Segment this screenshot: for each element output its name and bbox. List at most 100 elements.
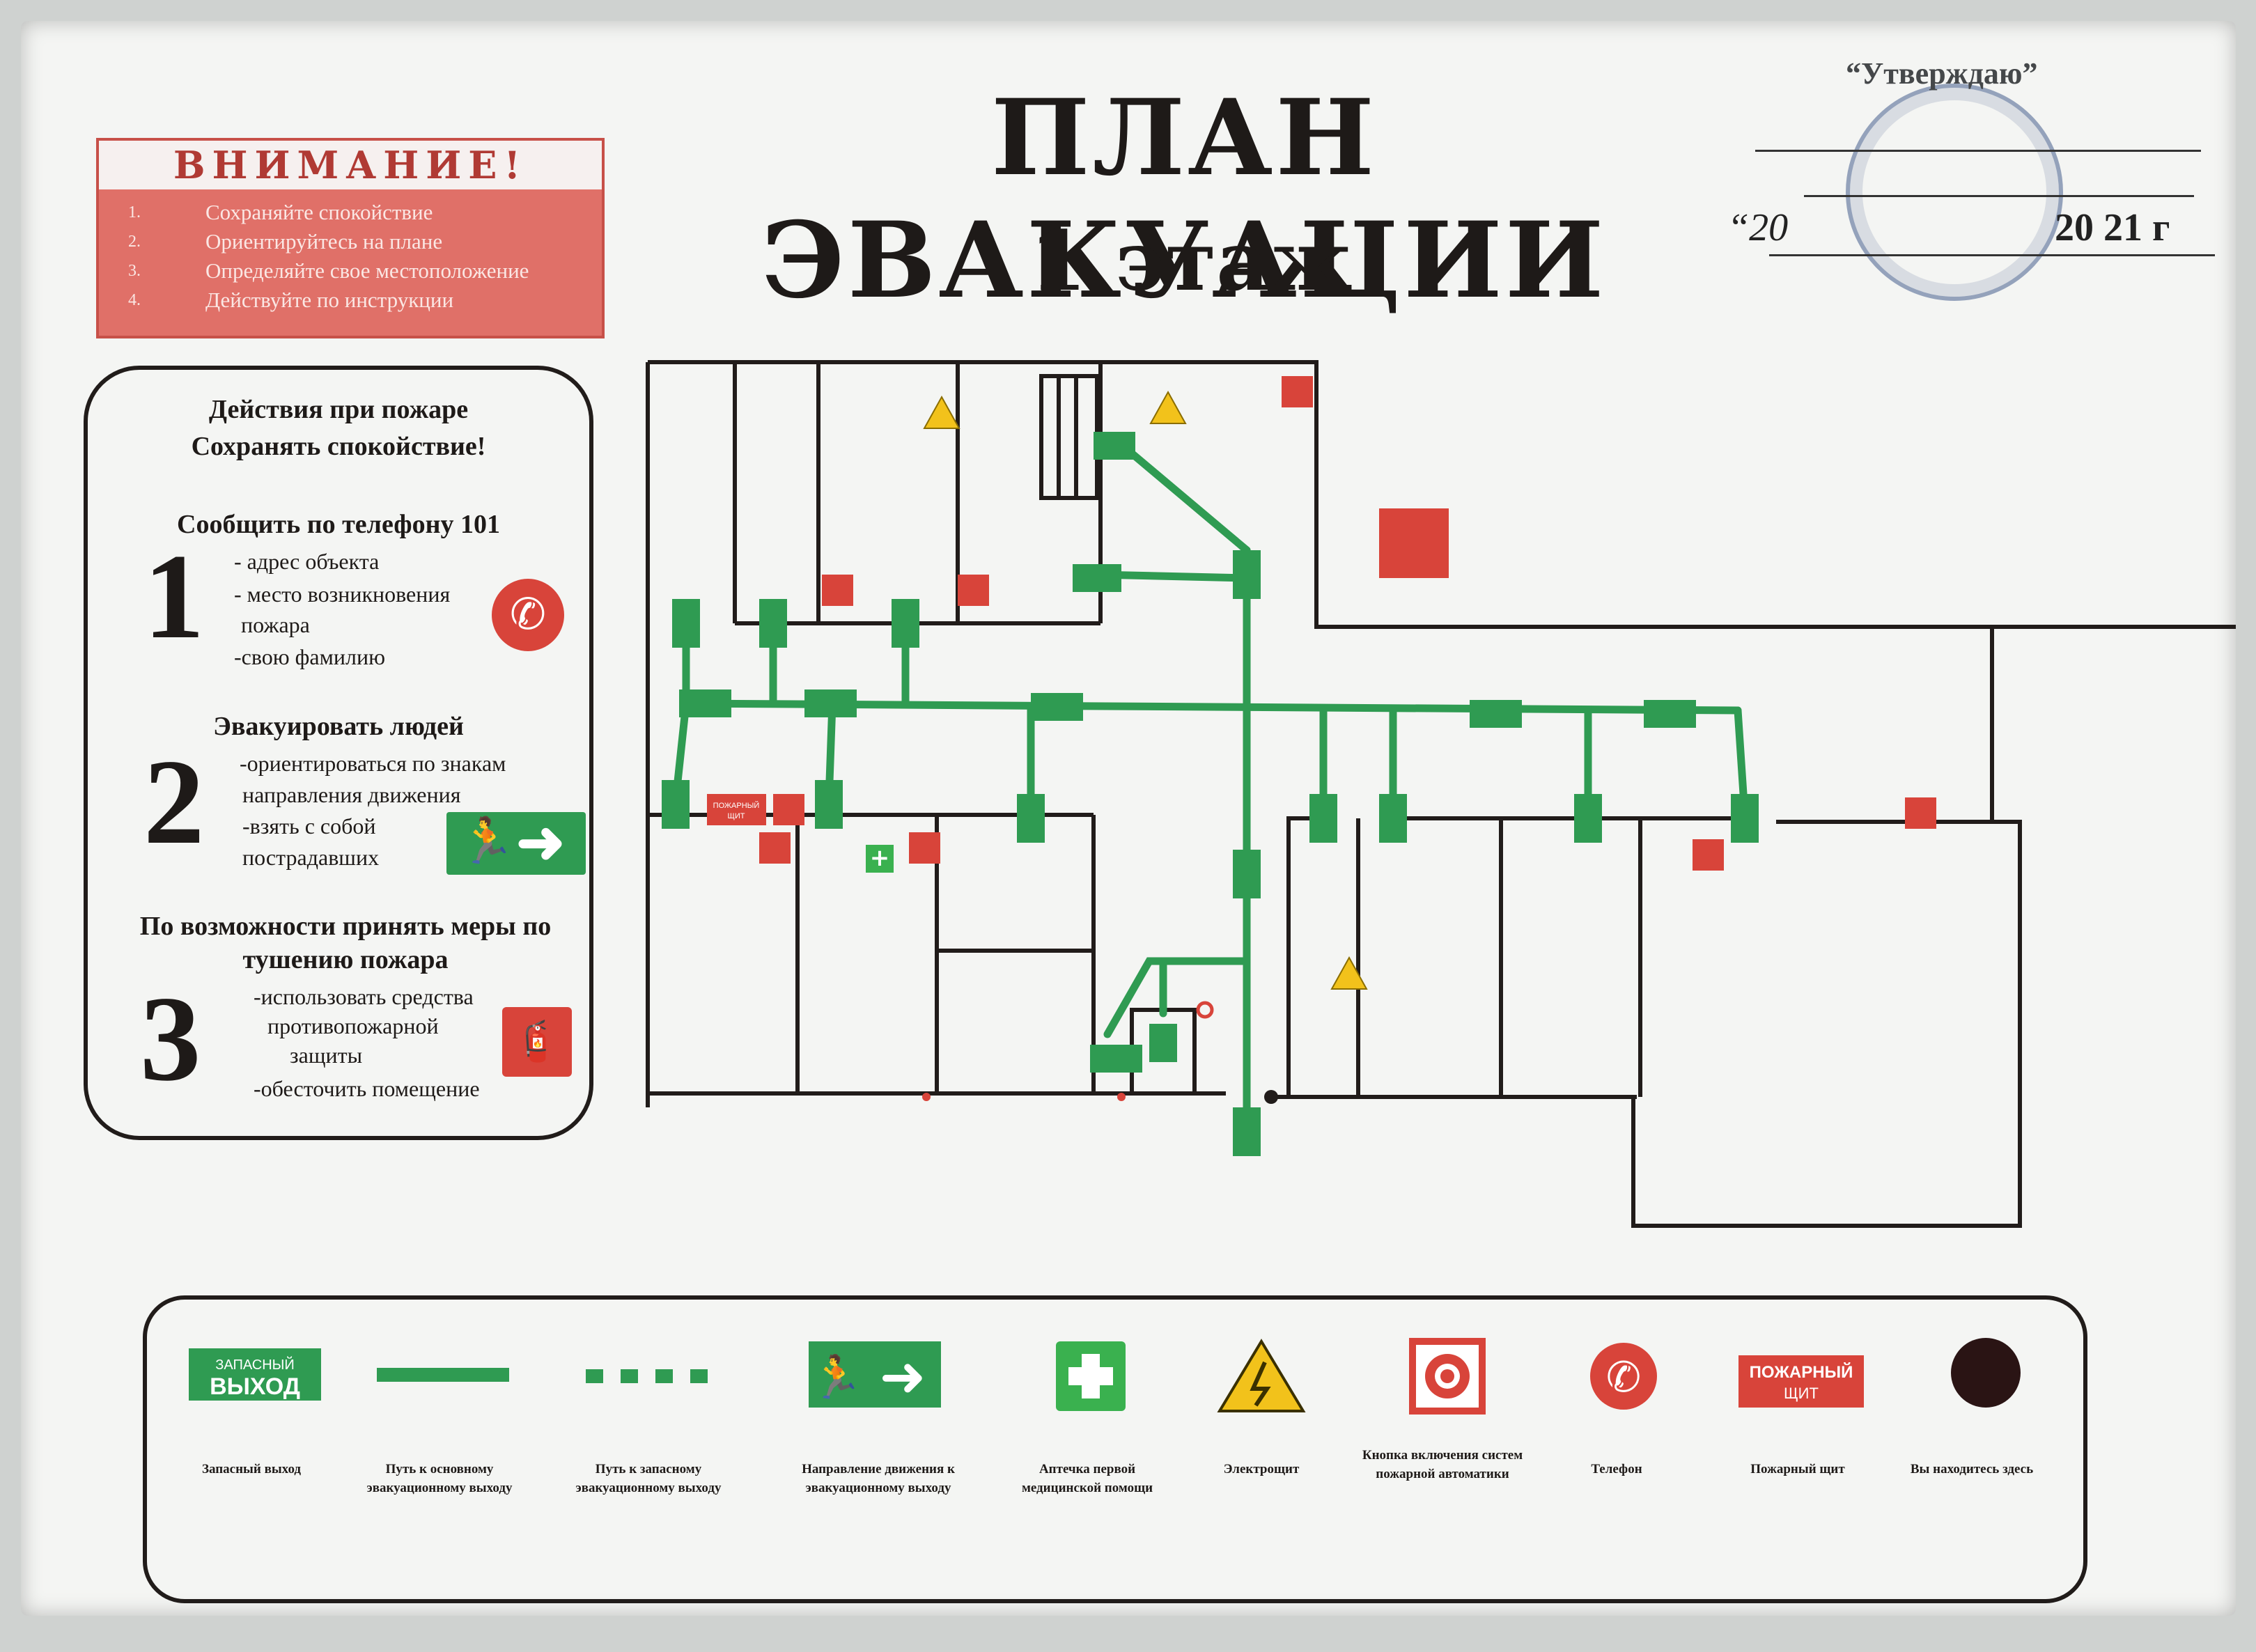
step-1-bullet: -свою фамилию <box>234 644 385 669</box>
step-2-bullet: направления движения <box>242 782 461 807</box>
direction-sign-icon <box>1731 794 1759 843</box>
sign-text: ВЫХОД <box>210 1373 300 1400</box>
step-2-bullet: пострадавших <box>242 845 380 870</box>
step-2-bullet: -ориентироваться по знакам <box>240 751 506 776</box>
legend-box: ЗАПАСНЫЙ ВЫХОД Запасный выход Путь к осн… <box>143 1295 2087 1603</box>
step-1-bullet: - адрес объекта <box>234 549 380 574</box>
arrow-right-icon: ➜ <box>879 1344 926 1409</box>
plan-title: ПЛАН ЭВАКУАЦИИ <box>761 77 1607 322</box>
main-route <box>682 699 1742 715</box>
step-3-bullet: -использовать средства <box>254 984 474 1009</box>
exit-direction-icon: 🏃➜ <box>446 811 586 875</box>
item-text: Сохраняйте спокойствие <box>205 200 433 224</box>
step-3-bullet: -обесточить помещение <box>254 1076 480 1101</box>
item-text: Ориентируйтесь на плане <box>205 229 443 254</box>
sign-text: ПОЖАРНЫЙ <box>1750 1362 1853 1382</box>
fire-extinguisher-icon <box>909 832 940 864</box>
direction-sign-icon <box>1233 850 1261 898</box>
first-aid-icon <box>866 845 894 873</box>
legend-label: Пожарный щит <box>1750 1462 1845 1476</box>
floor-label: 1 этаж <box>1029 212 1353 309</box>
legend-label: Кнопка включения систем пожарной автомат… <box>1362 1448 1523 1481</box>
fire-extinguisher-icon <box>1282 376 1313 407</box>
direction-sign-icon <box>1094 432 1135 460</box>
direction-sign-icon <box>1644 700 1696 728</box>
legend-item-spare-route: Путь к запасному эвакуационному выходу <box>565 1300 732 1599</box>
step-3-bullet: противопожарной <box>267 1013 439 1038</box>
direction-sign-icon <box>1470 700 1522 728</box>
phone-icon: ✆ <box>492 579 564 651</box>
legend-label: Путь к основному эвакуационному выходу <box>366 1462 513 1495</box>
step-1-bullet: пожара <box>241 612 310 637</box>
evacuation-plan-poster: ПЛАН ЭВАКУАЦИИ 1 этаж “Утверждаю” “20 20… <box>21 21 2236 1616</box>
step-3-bullet: защиты <box>290 1043 363 1068</box>
wall <box>648 360 2236 629</box>
legend-label: Вы находитесь здесь <box>1910 1462 2034 1476</box>
fire-panel-icon <box>707 794 766 825</box>
item-number: 3. <box>128 262 141 280</box>
electric-panels <box>923 390 1368 990</box>
direction-sign-icon <box>804 689 857 717</box>
electric-panel-icon <box>1217 1339 1306 1412</box>
spare-route-dashed-icon <box>586 1369 708 1383</box>
fire-equipment <box>707 376 1936 871</box>
item-number: 4. <box>128 291 141 309</box>
direction-sign-icon <box>1017 794 1045 843</box>
step-3-title: По возможности принять меры по тушению п… <box>139 912 552 974</box>
fire-extinguisher-icon <box>1379 508 1449 578</box>
fire-panel-label: ПОЖАРНЫЙ <box>713 801 760 810</box>
fire-extinguisher-icon <box>1693 839 1724 871</box>
legend-item-direction: 🏃 ➜ Направление движения к эвакуационном… <box>795 1300 962 1599</box>
stairs <box>1039 374 1099 500</box>
direction-sign-icon <box>1574 794 1602 843</box>
legend-item-main-route: Путь к основному эвакуационному выходу <box>356 1300 523 1599</box>
main-route-line-icon <box>377 1368 509 1382</box>
legend-item-electric-panel: Электрощит <box>1178 1300 1345 1599</box>
legend-label: Электрощит <box>1223 1462 1300 1476</box>
direction-sign-icon <box>1031 693 1083 721</box>
legend-label: Аптечка первой медицинской помощи <box>1021 1462 1153 1495</box>
step-3-number: 3 <box>140 971 201 1106</box>
fire-panel-sign-icon: ПОЖАРНЫЙ ЩИТ <box>1738 1355 1864 1408</box>
alarm-button-icon <box>922 1093 931 1101</box>
direction-sign-icon <box>1233 550 1261 599</box>
legend-label: Путь к запасному эвакуационному выходу <box>575 1462 722 1495</box>
sign-text: ЗАПАСНЫЙ <box>215 1356 294 1373</box>
fire-extinguisher-icon <box>1905 797 1936 829</box>
direction-sign-icon <box>1090 1045 1142 1073</box>
signature-line <box>1804 195 2194 197</box>
step-1-bullet: - место возникновения <box>234 582 451 607</box>
direction-sign-icon <box>1073 564 1121 592</box>
approval-year: 20 21 г <box>2055 206 2170 249</box>
fire-actions-subheading: Сохранять спокойствие! <box>191 432 486 461</box>
date-line <box>1769 254 2215 256</box>
you-are-here-icon <box>1264 1090 1278 1104</box>
main-route <box>1110 435 1251 554</box>
seal-icon <box>1846 84 2063 301</box>
legend-item-you-are-here: Вы находитесь здесь <box>1888 1300 2055 1599</box>
list-item: 3.Определяйте свое местоположение <box>99 256 602 286</box>
main-route <box>1093 570 1251 582</box>
approval-stamp: “Утверждаю” “20 20 21 г <box>1727 56 2229 301</box>
direction-sign-icon <box>892 599 919 648</box>
item-text: Действуйте по инструкции <box>205 288 454 312</box>
attention-heading: ВНИМАНИЕ! <box>99 141 602 189</box>
fire-extinguisher-icon: 🧯 <box>502 1007 572 1077</box>
telephone-icon: ✆ <box>1590 1343 1657 1410</box>
direction-sign-icon <box>815 780 843 829</box>
route-branch <box>1103 957 1251 1038</box>
first-aid-cross: + <box>870 844 890 872</box>
legend-label: Телефон <box>1591 1462 1642 1476</box>
alarm-button-icon <box>1117 1093 1126 1101</box>
step-2-bullet: -взять с собой <box>242 813 376 839</box>
fire-extinguisher-icon <box>822 575 853 606</box>
fire-panel-label: ЩИТ <box>728 812 745 820</box>
evacuation-routes <box>671 435 1749 1132</box>
direction-signs <box>662 432 1759 1156</box>
fire-actions-box: Действия при пожаре Сохранять спокойстви… <box>84 366 593 1140</box>
attention-box: ВНИМАНИЕ! 1.Сохраняйте спокойствие 2.Ори… <box>96 138 605 338</box>
fire-actions-heading: Действия при пожаре <box>208 395 469 424</box>
direction-sign-icon <box>1379 794 1407 843</box>
alarm-button-icon <box>1409 1338 1486 1415</box>
step-1-title: Сообщить по телефону 101 <box>177 510 500 539</box>
